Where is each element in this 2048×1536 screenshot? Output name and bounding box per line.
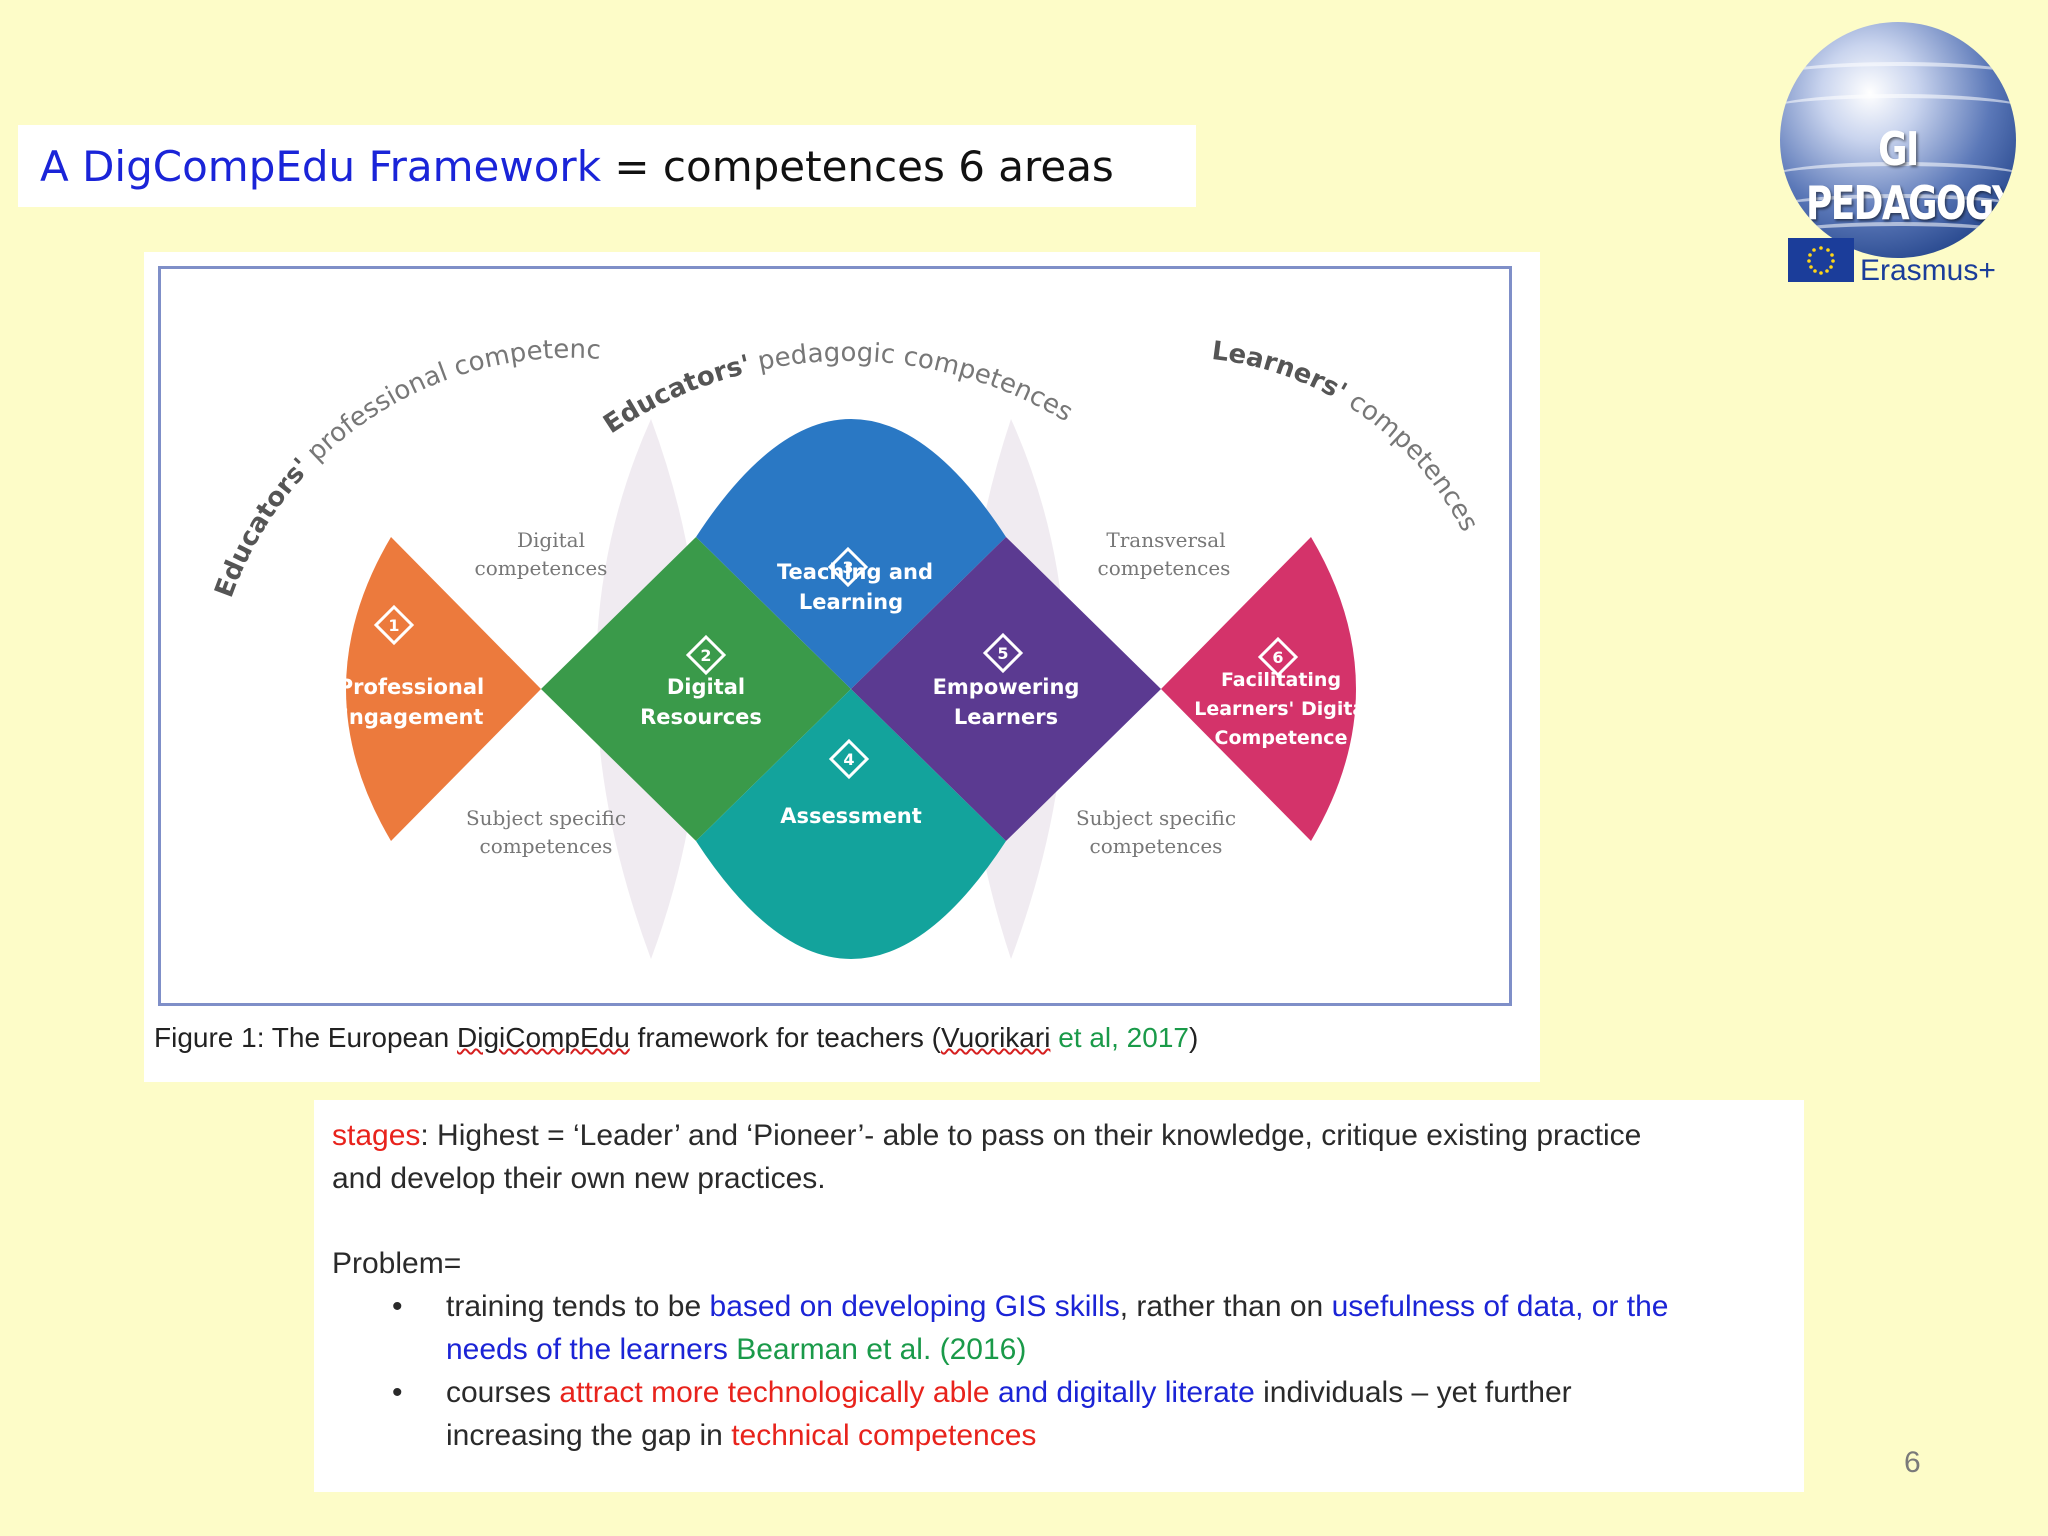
subject-right-1: Subject specific [1076, 806, 1236, 830]
digcompedu-diagram: Educators' professional competences Educ… [153, 246, 1484, 959]
digital-competences-2: competences [475, 556, 608, 580]
area6-label-1: Facilitating [1221, 669, 1341, 691]
arc-learners-2: competences [1343, 387, 1483, 537]
area5-label-1: Empowering [933, 675, 1080, 699]
area-empowering-learners [851, 537, 1161, 841]
area5-label-2: Learners [954, 705, 1058, 729]
area2-number: 2 [700, 646, 711, 665]
bullet-2-line-2: increasing the gap in technical competen… [446, 1419, 1037, 1452]
arc-pedagogic-2: pedagogic competences [755, 338, 1078, 428]
bullet-icon: • [392, 1290, 403, 1323]
bullet-icon: • [392, 1376, 403, 1409]
arc-pedagogic-1: Educators' [598, 350, 753, 440]
bullet-1-line-2: needs of the learners Bearman et al. (20… [446, 1333, 1027, 1366]
area3-label-2: Learning [799, 590, 903, 614]
slide-title-text: A DigCompEdu Framework = competences 6 a… [18, 142, 1114, 191]
gi-pedagogy-logo: GI PEDAGOGY Erasmus+ [1780, 22, 2016, 292]
transversal-competences-2: competences [1098, 556, 1231, 580]
slide-title: A DigCompEdu Framework = competences 6 a… [18, 125, 1196, 207]
area2-label-1: Digital [667, 675, 745, 699]
caption-digicompedu: DigiCompEdu [457, 1022, 630, 1053]
area5-number: 5 [997, 644, 1008, 663]
arc-professional-2: professional competences [161, 269, 602, 467]
erasmus-label: Erasmus+ [1860, 254, 1996, 287]
area6-label-3: Competence [1215, 727, 1348, 749]
caption-vuorikari: Vuorikari [940, 1022, 1051, 1053]
transversal-competences-1: Transversal [1106, 528, 1225, 552]
digital-competences-1: Digital [517, 528, 585, 552]
page-number: 6 [1904, 1446, 1921, 1479]
area4-number: 4 [843, 750, 854, 769]
svg-text:Learners' competences: Learners' competences [1210, 336, 1484, 536]
title-link[interactable]: A DigCompEdu Framework [40, 141, 602, 191]
subject-left-2: competences [480, 834, 613, 858]
stages-line-2: and develop their own new practices. [332, 1162, 826, 1195]
subject-right-2: competences [1090, 834, 1223, 858]
area4-label-1: Assessment [780, 804, 922, 828]
figure-panel: Educators' professional competences Educ… [144, 246, 1540, 1082]
area2-label-2: Resources [640, 705, 762, 729]
notes-panel: stages: Highest = ‘Leader’ and ‘Pioneer’… [314, 1100, 1804, 1492]
area-professional-engagement [346, 537, 541, 841]
bullet-2-line-1: courses attract more technologically abl… [446, 1376, 1572, 1409]
area3-label-1: Teaching and [777, 560, 933, 584]
arc-professional-1: Educators' [209, 453, 316, 602]
figure-caption: Figure 1: The European DigiCompEdu frame… [154, 1022, 1199, 1053]
area3-number: 3 [842, 558, 853, 577]
area-assessment [696, 689, 1006, 959]
area1-label-2: Engagement [335, 705, 484, 729]
area-facilitating-learners [1161, 537, 1356, 841]
figure-frame: Educators' professional competences Educ… [153, 246, 1512, 1006]
globe-icon: GI PEDAGOGY [1780, 22, 2016, 258]
stages-line-1: stages: Highest = ‘Leader’ and ‘Pioneer’… [332, 1119, 1642, 1152]
arc-learners-1: Learners' [1210, 336, 1352, 407]
bullet-1-line-1: training tends to be based on developing… [446, 1290, 1669, 1323]
area6-number: 6 [1272, 648, 1283, 667]
area1-number: 1 [388, 616, 399, 635]
problem-label: Problem= [332, 1247, 462, 1280]
area6-label-2: Learners' Digital [1194, 698, 1372, 720]
eu-flag-icon [1788, 238, 1854, 282]
logo-text: GI PEDAGOGY [1805, 122, 2016, 230]
area1-label-1: Professional [338, 675, 485, 699]
subject-left-1: Subject specific [466, 806, 626, 830]
title-rest: = competences 6 areas [601, 141, 1114, 191]
